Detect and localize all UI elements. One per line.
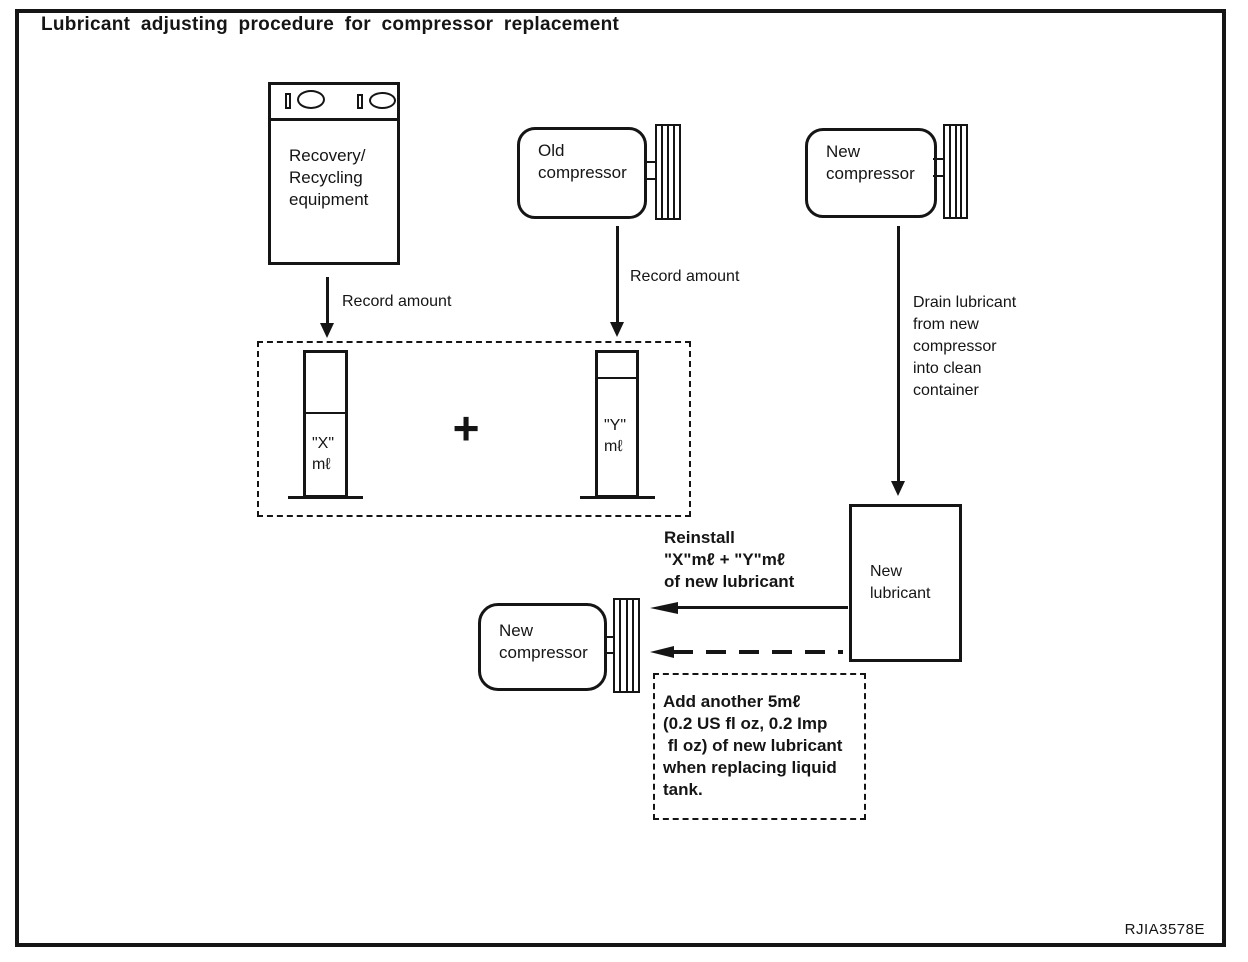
new-compressor-bottom-label: New compressor	[499, 621, 588, 662]
cylinder-x-label: "X" mℓ	[312, 435, 335, 473]
measuring-dashed-box	[257, 341, 691, 517]
arrow-shaft	[616, 226, 619, 322]
figure-id-label: RJIA3578E	[1124, 921, 1205, 938]
gauge-switch-icon	[285, 93, 291, 109]
pulley-groove-line	[625, 600, 628, 691]
old-compressor-box: Old compressor	[517, 127, 647, 219]
arrow-newcomp-to-lubricant-icon	[891, 226, 906, 496]
old-compressor-pulley-icon	[655, 124, 681, 220]
record-amount-right-label: Record amount	[630, 268, 740, 285]
gauge-dial-icon	[297, 90, 325, 109]
cylinder-y: "Y" mℓ	[595, 350, 639, 498]
new-lubricant-box: New lubricant	[849, 504, 962, 662]
pulley-groove-line	[954, 126, 957, 217]
arrow-shaft	[897, 226, 900, 481]
gauge-dial-icon	[369, 92, 396, 109]
new-compressor-bottom-box: New compressor	[478, 603, 607, 691]
fluid-level-line	[598, 377, 636, 379]
plus-symbol: +	[452, 402, 480, 454]
add-lubricant-dashed-box: Add another 5mℓ (0.2 US fl oz, 0.2 Imp f…	[653, 673, 866, 820]
drain-lubricant-note: Drain lubricant from new compressor into…	[913, 294, 1017, 399]
new-compressor-top-label: New compressor	[826, 142, 915, 183]
diagram-border-frame	[15, 9, 1226, 947]
arrow-recovery-to-cylinder-icon	[320, 277, 335, 338]
cylinder-x: "X" mℓ	[303, 350, 348, 498]
compressor-shaft-line	[604, 652, 615, 654]
arrow-lubricant-to-compressor-icon	[650, 602, 848, 615]
arrow-addnote-to-compressor-icon	[650, 646, 843, 659]
arrow-shaft	[676, 606, 848, 609]
recovery-equipment-panel	[271, 85, 397, 121]
compressor-shaft-line	[933, 175, 945, 177]
recovery-equipment-box: Recovery/ Recycling equipment	[268, 82, 400, 265]
pulley-groove-line	[619, 600, 622, 691]
old-compressor-label: Old compressor	[538, 141, 627, 182]
pulley-groove-line	[661, 126, 663, 218]
new-lubricant-label: New lubricant	[870, 563, 931, 602]
arrowhead-down-icon	[610, 322, 624, 337]
cylinder-base-line	[580, 496, 655, 499]
arrow-oldcomp-to-cylinder-icon	[610, 226, 625, 337]
arrow-shaft-dashed	[673, 650, 843, 654]
pulley-groove-line	[631, 600, 634, 691]
new-compressor-top-box: New compressor	[805, 128, 937, 218]
arrowhead-down-icon	[320, 323, 334, 338]
gauge-switch-icon	[357, 94, 363, 109]
add-lubricant-note: Add another 5mℓ (0.2 US fl oz, 0.2 Imp f…	[663, 692, 843, 799]
reinstall-note: Reinstall "X"mℓ + "Y"mℓ of new lubricant	[664, 528, 795, 591]
compressor-shaft-line	[604, 636, 615, 638]
pulley-groove-line	[667, 126, 669, 218]
new-compressor-bottom-pulley-icon	[613, 598, 640, 693]
pulley-groove-line	[673, 126, 675, 218]
fluid-level-line	[306, 412, 345, 414]
compressor-shaft-line	[644, 161, 656, 163]
recovery-equipment-label: Recovery/ Recycling equipment	[289, 146, 369, 209]
arrowhead-left-icon	[650, 646, 674, 658]
compressor-shaft-line	[644, 178, 656, 180]
page-title: Lubricant adjusting procedure for compre…	[41, 14, 620, 35]
arrow-shaft	[326, 277, 329, 323]
record-amount-left-label: Record amount	[342, 293, 452, 310]
cylinder-y-label: "Y" mℓ	[604, 417, 627, 455]
cylinder-base-line	[288, 496, 363, 499]
pulley-groove-line	[960, 126, 963, 217]
pulley-groove-line	[948, 126, 951, 217]
arrowhead-down-icon	[891, 481, 905, 496]
compressor-shaft-line	[933, 158, 945, 160]
new-compressor-top-pulley-icon	[943, 124, 968, 219]
arrowhead-left-icon	[650, 602, 678, 614]
